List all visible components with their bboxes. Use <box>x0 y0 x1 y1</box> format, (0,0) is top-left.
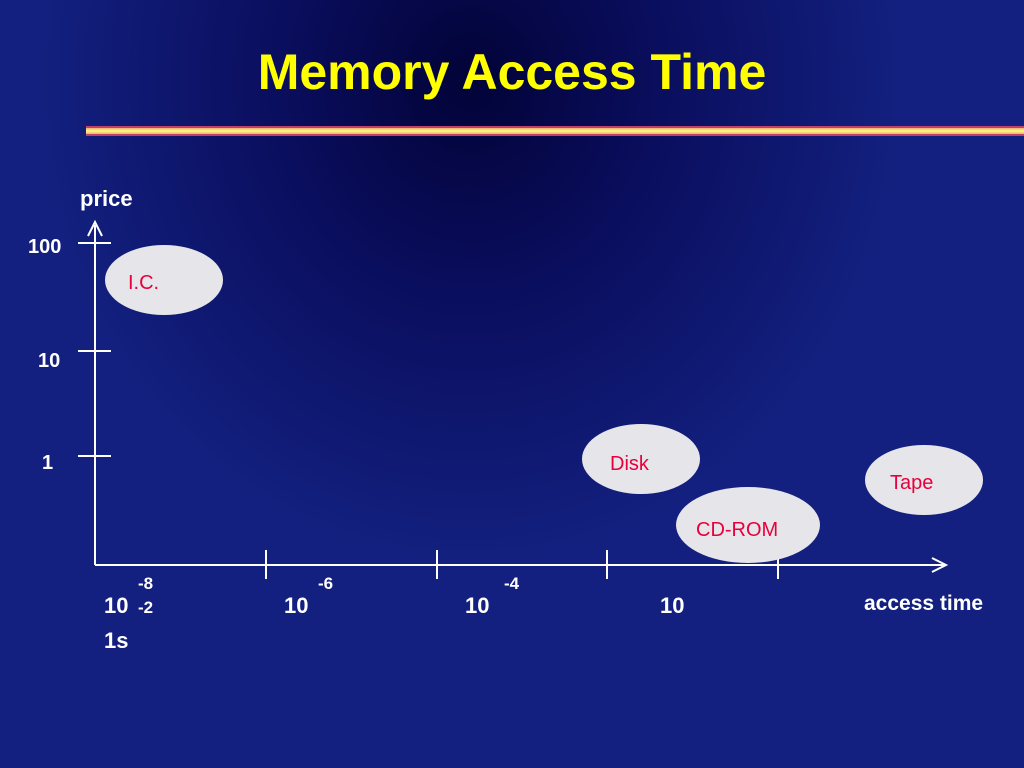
y-tick-label-100: 100 <box>28 236 62 258</box>
x-tick-base-3: 10 <box>465 593 490 618</box>
x-tick-exp-1: -8 <box>138 574 154 593</box>
x-extra-exp: -2 <box>138 598 154 617</box>
node-ellipse-ic <box>105 245 223 315</box>
y-tick-label-10: 10 <box>38 350 61 372</box>
node-label-disk: Disk <box>610 453 649 475</box>
title-underline <box>86 126 1024 136</box>
x-tick-exp-3: -4 <box>504 574 520 593</box>
node-ellipse-disk <box>582 424 700 494</box>
y-axis-title: price <box>80 186 133 211</box>
node-label-tape: Tape <box>890 472 934 494</box>
x-axis-title: access time <box>864 592 984 615</box>
x-tick-base-1: 10 <box>104 593 129 618</box>
x-tick-base-4: 10 <box>660 593 685 618</box>
x-tick-base-2: 10 <box>284 593 309 618</box>
node-label-ic: I.C. <box>128 272 160 294</box>
node-ellipse-cdrom <box>676 487 820 563</box>
x-axis-arrowhead <box>931 557 949 573</box>
node-ellipse-tape <box>865 445 983 515</box>
x-extra-unit: 1s <box>104 628 129 653</box>
y-axis-arrowhead <box>87 219 103 237</box>
slide-title: Memory Access Time <box>257 44 767 100</box>
y-tick-label-1: 1 <box>42 452 54 474</box>
x-tick-exp-2: -6 <box>318 574 334 593</box>
node-label-cdrom: CD-ROM <box>696 519 779 541</box>
